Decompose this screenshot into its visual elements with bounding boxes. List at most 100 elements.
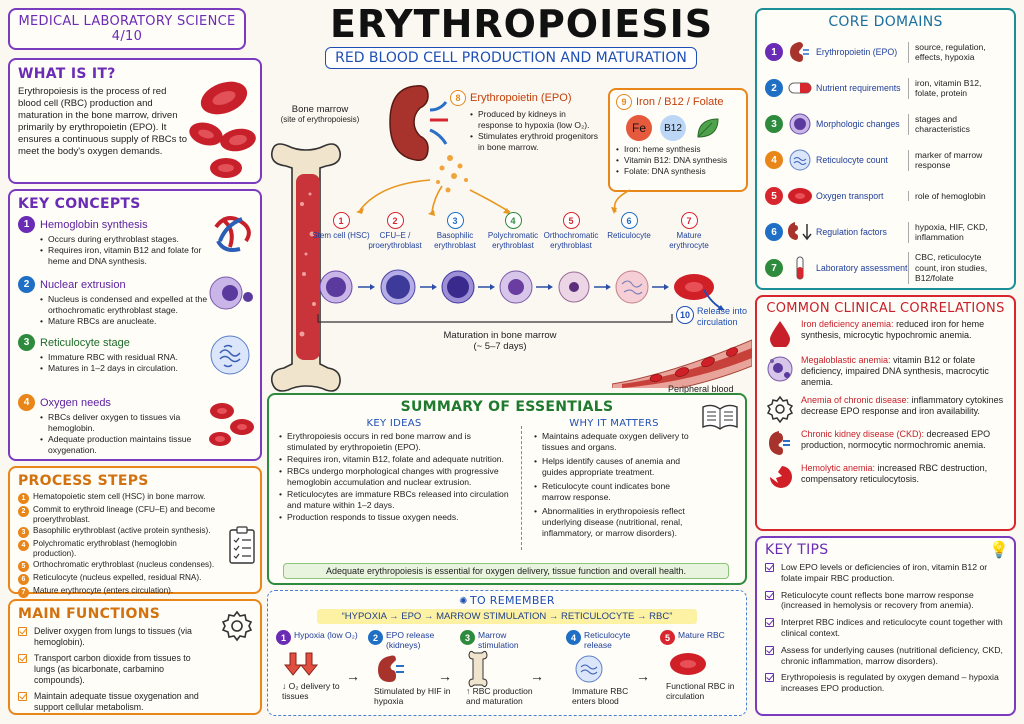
blood-vessel-illustration: [612, 339, 752, 388]
release-info: 10 Release into circulation: [676, 306, 756, 328]
domain-icon: [786, 220, 814, 244]
remember-step-desc: Immature RBC enters blood: [572, 686, 629, 706]
bone-label: Bone marrow: [291, 104, 349, 115]
b12-badge: B12: [660, 115, 686, 141]
summary-heading: SUMMARY OF ESSENTIALS: [400, 399, 614, 415]
correlation-term: Megaloblastic anemia:: [801, 355, 891, 365]
stage-name: Mature erythrocyte: [669, 231, 709, 250]
correlation-term: Anemia of chronic disease:: [801, 394, 910, 405]
remember-step-title: EPO release (kidneys): [386, 630, 435, 650]
remember-step-title: Mature RBC: [678, 630, 725, 640]
checkbox-icon: [18, 692, 27, 701]
domain-num: 3: [765, 115, 783, 133]
process-step-num: 1: [18, 493, 29, 504]
red-blood-cells-illustration: [189, 81, 256, 178]
correlation-desc: vitamin B12 or folate deficiency, impair…: [801, 355, 989, 388]
kidney-small-icon: [378, 655, 404, 682]
checkbox-icon: [765, 590, 774, 600]
tip-text: Assess for underlying causes (nutritiona…: [781, 644, 1003, 666]
function-item: Transport carbon dioxide from tissues to…: [18, 653, 214, 686]
remember-step-desc: Functional RBC in circulation: [666, 681, 735, 701]
domain-desc: stages and characteristics: [908, 113, 1002, 135]
correlation-desc: increased RBC destruction, compensatory …: [801, 462, 988, 484]
domain-num: 5: [765, 187, 783, 205]
domain-name: Nutrient requirements: [816, 83, 901, 93]
correlation-term: Chronic kidney disease (CKD):: [801, 428, 925, 439]
maturation-label: Maturation in bone marrow (~ 5–7 days): [400, 330, 600, 352]
reticulocyte-icon: [210, 335, 250, 375]
page-subtitle: RED BLOOD CELL PRODUCTION AND MATURATION: [325, 47, 697, 69]
tip-text: Interpret RBC indices and reticulocyte c…: [781, 617, 1003, 638]
key-concept-point: Immature RBC with residual RNA.: [40, 352, 208, 363]
key-concept-point: Occurs during erythroblast stages.: [40, 234, 208, 245]
arrow-icon: →: [438, 668, 452, 684]
key-concept-point: Requires iron, vitamin B12 and folate fo…: [40, 245, 208, 267]
process-step-text: Basophilic erythroblast (active protein …: [33, 526, 211, 535]
nutrients-title: Iron / B12 / Folate: [636, 96, 724, 108]
domain-name: Erythropoietin (EPO): [816, 47, 898, 57]
epo-point: Stimulates erythroid progenitors in bone…: [470, 131, 600, 153]
what-text: Erythropoiesis is the process of red blo…: [18, 86, 187, 157]
peripheral-label: Peripheral blood: [668, 384, 734, 394]
function-text: Transport carbon dioxide from tissues to…: [34, 653, 191, 685]
correlation-term: Iron deficiency anemia:: [801, 319, 894, 329]
process-step-num: 2: [18, 506, 29, 517]
key-idea: Erythropoiesis occurs in red bone marrow…: [279, 431, 509, 453]
domain-name: Regulation factors: [816, 227, 887, 237]
domain-icon: [786, 80, 814, 96]
stage-name: Polychromatic erythroblast: [487, 231, 539, 250]
function-item: Maintain adequate tissue oxygenation and…: [18, 691, 214, 713]
key-concept-point: Matures in 1–2 days in circulation.: [40, 363, 208, 374]
remember-step-num: 1: [276, 630, 291, 645]
nutrients-num: 9: [616, 94, 632, 110]
tip-text: Reticulocyte count reflects bone marrow …: [781, 589, 974, 611]
what-is-it-panel: WHAT IS IT? Erythropoiesis is the proces…: [8, 58, 262, 184]
domain-desc: marker of marrow response: [908, 149, 1002, 171]
why-item: Helps identify causes of anemia and guid…: [534, 456, 694, 478]
bone-marrow-label: Bone marrow (site of erythropoiesis): [280, 104, 360, 124]
stage-name: Stem cell (HSC): [312, 231, 370, 240]
release-num: 10: [676, 306, 694, 324]
course-line2: 4/10: [111, 29, 143, 44]
domain-num: 6: [765, 223, 783, 241]
domain-name: Laboratory assessment: [816, 263, 908, 273]
tip-item: Assess for underlying causes (nutritiona…: [765, 645, 1006, 667]
nutrient-point: Folate: DNA synthesis: [616, 166, 740, 177]
remember-step-num: 4: [566, 630, 581, 645]
nutrient-point: Iron: heme synthesis: [616, 144, 740, 155]
remember-step-title: Hypoxia (low O₂): [294, 630, 358, 640]
process-step-text: Mature erythrocyte (enters circulation).: [33, 586, 174, 595]
reticulocyte-small-icon: [575, 655, 603, 683]
correlation-icon: [765, 429, 795, 457]
domain-name: Reticulocyte count: [816, 155, 888, 165]
to-remember-panel: ✺ TO REMEMBER “HYPOXIA → EPO → MARROW ST…: [267, 590, 747, 716]
key-idea: Requires iron, vitamin B12, folate and a…: [279, 454, 509, 465]
process-heading: PROCESS STEPS: [18, 473, 149, 489]
maturation-bracket: [317, 314, 673, 323]
correlation-item: Iron deficiency anemia: reduced iron for…: [765, 319, 1006, 347]
key-concept-num: 2: [18, 276, 35, 293]
remember-step-num: 2: [368, 630, 383, 645]
key-concept-point: RBCs deliver oxygen to tissues via hemog…: [40, 412, 208, 434]
domain-icon: [786, 40, 814, 64]
correlation-item: Chronic kidney disease (CKD): decreased …: [765, 429, 1006, 457]
stage-name: Orthochromatic erythroblast: [543, 231, 599, 250]
epo-num: 8: [450, 90, 466, 106]
checkbox-icon: [18, 654, 27, 663]
key-tips-panel: KEY TIPS 💡 Low EPO levels or deficiencie…: [755, 536, 1016, 716]
key-idea: RBCs undergo morphological changes with …: [279, 466, 509, 488]
checklist-icon: [229, 526, 255, 564]
functions-heading: MAIN FUNCTIONS: [18, 606, 161, 622]
epo-point: Produced by kidneys in response to hypox…: [470, 109, 600, 131]
